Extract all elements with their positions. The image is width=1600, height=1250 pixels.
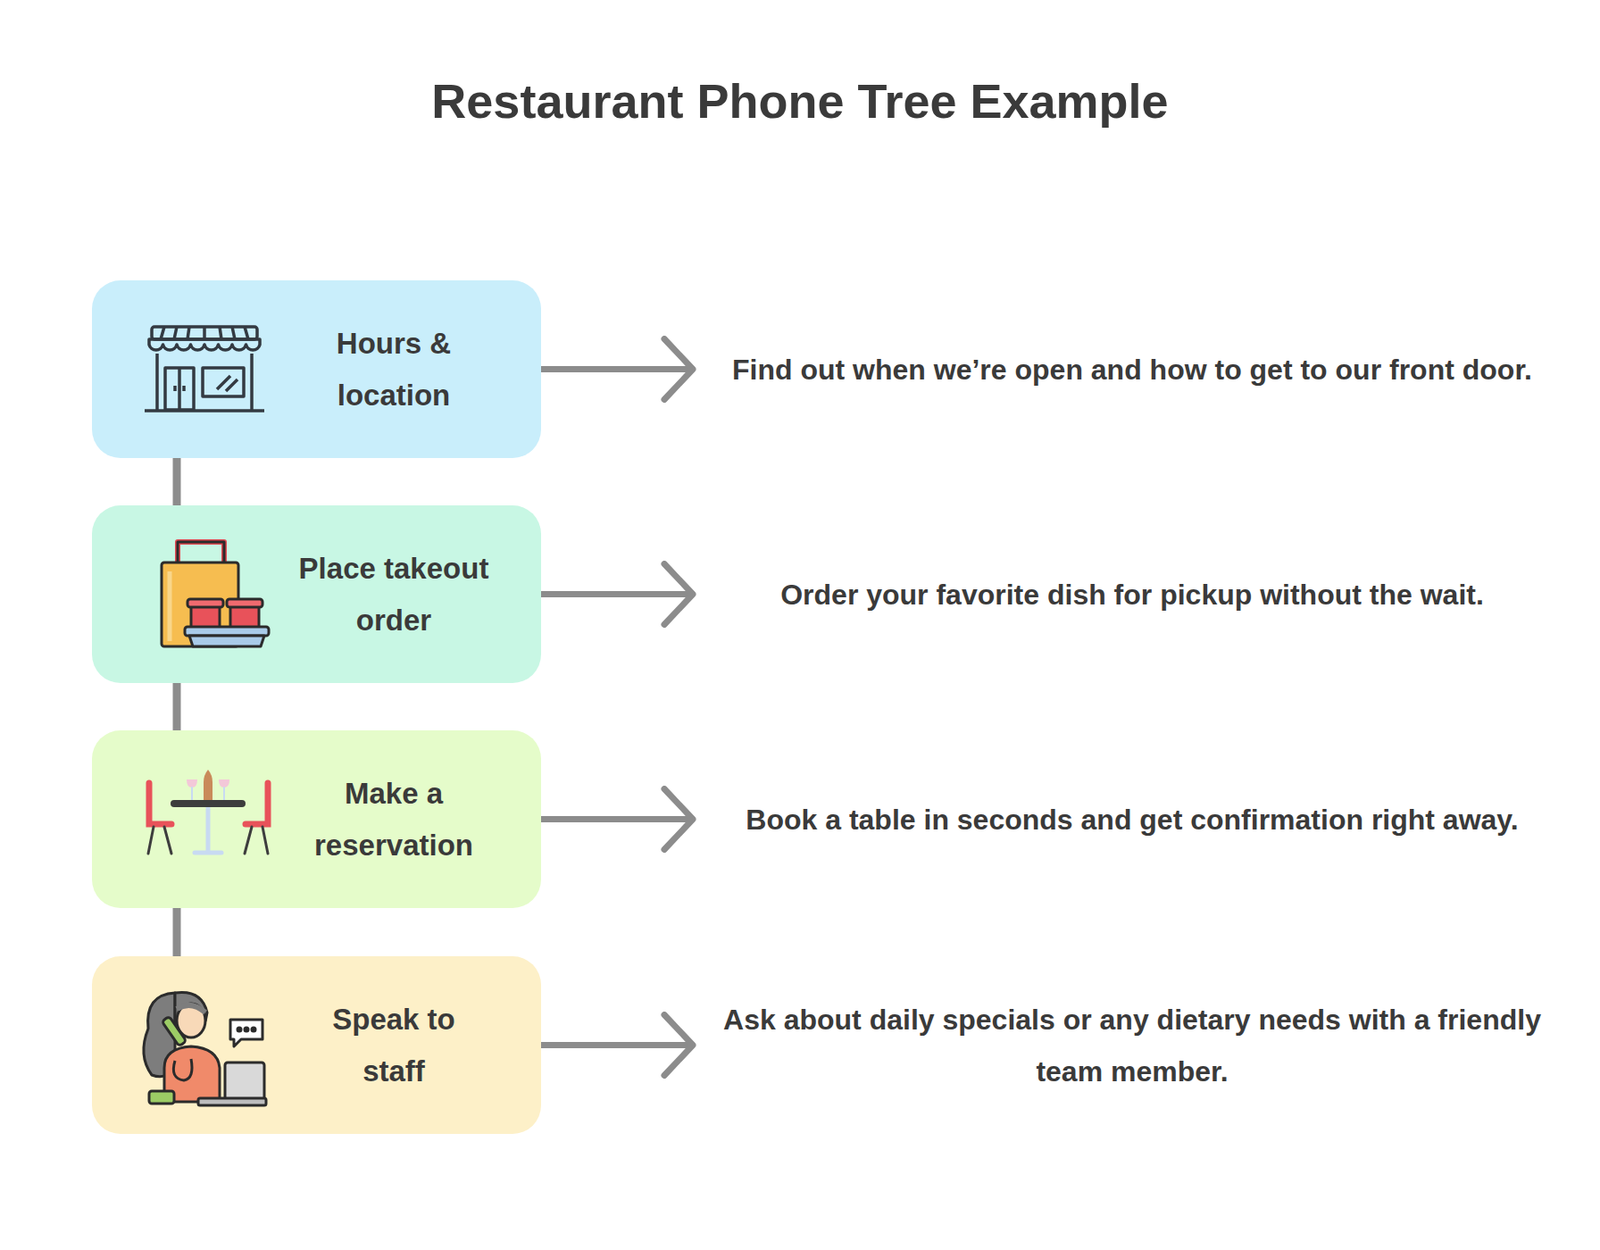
option-arrow <box>541 366 694 373</box>
store-icon <box>144 326 265 411</box>
description-text: Find out when we’re open and how to get … <box>721 343 1543 396</box>
menu-option-box: Make a reservation <box>91 730 542 909</box>
diagram-title: Restaurant Phone Tree Example <box>0 73 1600 129</box>
menu-option-box: Hours & location <box>91 280 542 459</box>
option-arrow <box>541 591 694 598</box>
option-label: Hours & location <box>286 317 501 422</box>
menu-option-box: Speak to staff <box>91 956 542 1134</box>
option-label: Speak to staff <box>308 993 479 1098</box>
option-description: Ask about daily specials or any dietary … <box>696 993 1568 1098</box>
table-icon <box>148 769 268 854</box>
option-description: Order your favorite dish for pickup with… <box>696 568 1568 621</box>
menu-option-box: Place takeout order <box>91 505 542 684</box>
tree-link <box>173 683 182 731</box>
staff-icon <box>143 991 267 1106</box>
takeout-icon <box>161 541 269 647</box>
tree-link <box>173 458 182 506</box>
option-label: Place takeout order <box>273 542 515 647</box>
option-arrow <box>541 816 694 823</box>
description-text: Book a table in seconds and get confirma… <box>721 793 1543 846</box>
option-description: Book a table in seconds and get confirma… <box>696 793 1568 846</box>
description-text: Ask about daily specials or any dietary … <box>721 993 1543 1098</box>
option-label: Make a reservation <box>277 767 510 872</box>
tree-link <box>173 908 182 957</box>
option-arrow <box>541 1041 694 1049</box>
description-text: Order your favorite dish for pickup with… <box>721 568 1543 621</box>
option-description: Find out when we’re open and how to get … <box>696 343 1568 396</box>
